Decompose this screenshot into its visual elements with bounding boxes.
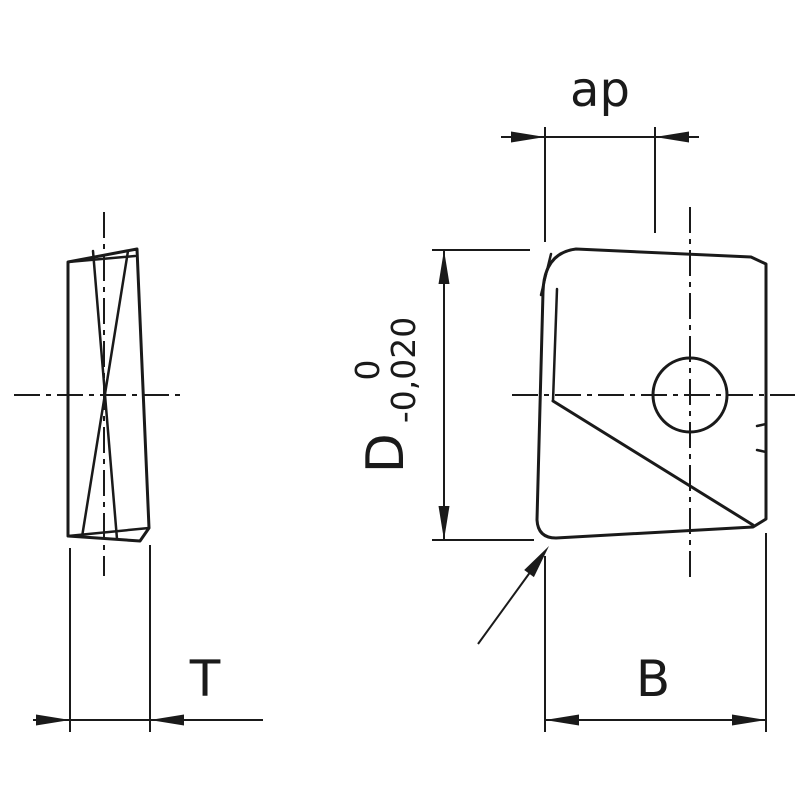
- front-view-corner-facet: [539, 252, 553, 297]
- dim-d-arrow-bottom: [438, 506, 450, 540]
- dim-d-tolerance-lower: -0,020: [384, 316, 423, 424]
- dim-b-arrow-right: [732, 714, 766, 726]
- dim-t-arrow-right: [150, 714, 184, 726]
- side-view-top-facet: [66, 254, 137, 264]
- dimension-t: [33, 545, 263, 732]
- dim-label-b: B: [635, 650, 671, 708]
- front-view-cutting-edge-diagonal: [551, 399, 755, 527]
- front-view-right-edge-tick-2: [755, 448, 768, 454]
- side-view-outline: [66, 247, 151, 543]
- dimension-ap: [501, 127, 699, 242]
- leader-arrow: [477, 546, 549, 645]
- dim-t-arrow-left: [36, 714, 70, 726]
- dimension-d: [432, 249, 534, 541]
- dim-d-tolerance: 0 -0,020: [348, 316, 423, 424]
- dim-d-tolerance-upper: 0: [348, 359, 388, 381]
- dim-label-t: T: [189, 650, 221, 708]
- dim-label-d: D: [356, 433, 416, 474]
- front-view-outline: [535, 247, 768, 540]
- dimension-b: [544, 533, 767, 732]
- dim-ap-arrow-left: [511, 131, 545, 143]
- leader-line: [477, 570, 532, 645]
- front-view-left-land-line: [551, 287, 559, 403]
- front-view: [535, 247, 768, 540]
- dim-ap-arrow-right: [655, 131, 689, 143]
- dim-b-arrow-left: [545, 714, 579, 726]
- dim-d-arrow-top: [438, 250, 450, 284]
- side-view-centerlines: [14, 212, 180, 576]
- leader-arrowhead: [524, 546, 549, 578]
- dim-label-d-block: D 0 -0,020: [348, 285, 423, 505]
- front-view-centerlines: [512, 207, 795, 578]
- side-view-bottom-facet: [66, 526, 151, 538]
- dim-label-ap: ap: [570, 62, 630, 118]
- front-view-right-edge-tick-1: [755, 422, 768, 428]
